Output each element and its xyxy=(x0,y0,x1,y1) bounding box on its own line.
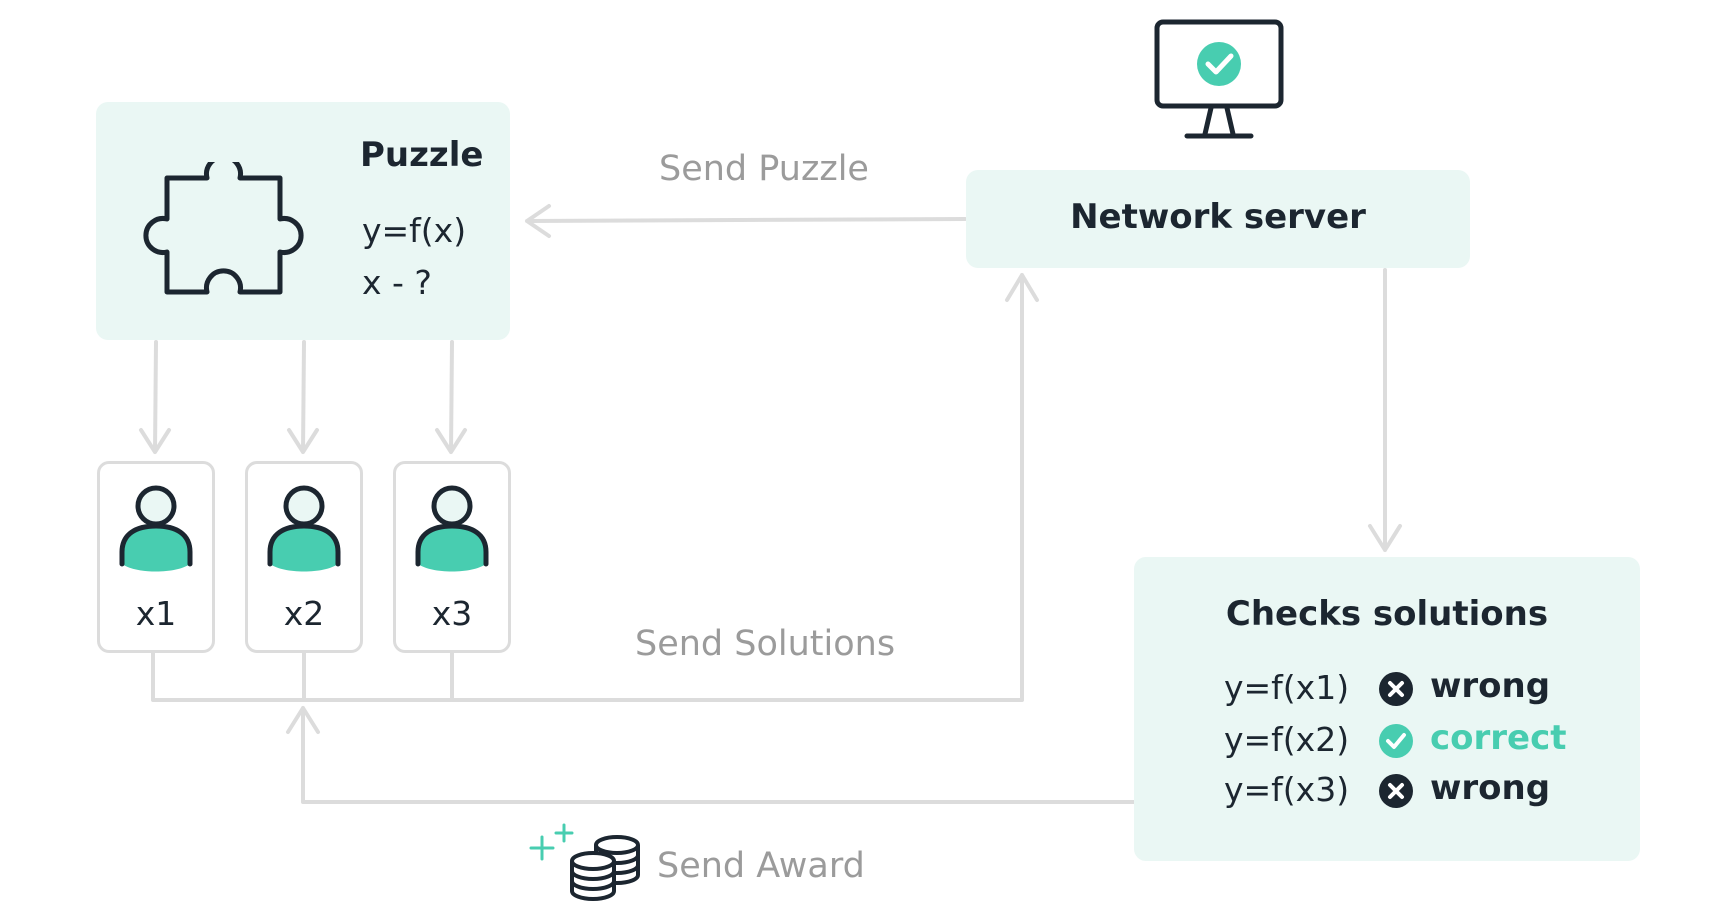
cross-icon xyxy=(1379,672,1413,706)
participant-card-x3: x3 xyxy=(393,461,511,653)
puzzle-to-x2-arrow xyxy=(287,340,319,454)
coins-sparkle-icon xyxy=(529,823,640,901)
check-row: y=f(x3) wrong xyxy=(1224,771,1624,811)
participant-card-x2: x2 xyxy=(245,461,363,653)
cross-icon xyxy=(1379,774,1413,808)
puzzle-to-x1-arrow xyxy=(139,340,171,454)
check-formula: y=f(x2) xyxy=(1224,720,1350,759)
puzzle-to-x3-arrow xyxy=(435,340,467,454)
user-icon xyxy=(119,485,193,572)
network-server-box: Network server xyxy=(966,170,1470,268)
check-row: y=f(x1) wrong xyxy=(1224,669,1624,709)
puzzle-question: x - ? xyxy=(362,263,432,302)
user-icon xyxy=(415,485,489,572)
participant-label-x1: x1 xyxy=(135,594,177,633)
checks-solutions-box: Checks solutions y=f(x1) wrong y=f(x2) c… xyxy=(1134,557,1640,861)
check-row: y=f(x2) correct xyxy=(1224,721,1624,761)
server-to-checks-arrow xyxy=(1368,268,1402,552)
participant-label-x2: x2 xyxy=(283,594,325,633)
participant-card-x1: x1 xyxy=(97,461,215,653)
send-award-label: Send Award xyxy=(657,846,865,886)
participant-label-x3: x3 xyxy=(431,594,473,633)
puzzle-box: Puzzle y=f(x) x - ? xyxy=(96,102,510,340)
puzzle-title: Puzzle xyxy=(360,135,484,175)
send-puzzle-label: Send Puzzle xyxy=(659,149,869,189)
check-status-correct: correct xyxy=(1430,718,1567,758)
checks-solutions-title: Checks solutions xyxy=(1225,594,1549,634)
send-puzzle-arrow xyxy=(525,204,967,238)
network-server-label: Network server xyxy=(1070,197,1366,237)
check-formula: y=f(x3) xyxy=(1224,770,1350,809)
send-solutions-label: Send Solutions xyxy=(635,624,896,664)
puzzle-piece-icon xyxy=(143,162,304,295)
user-icon xyxy=(267,485,341,572)
check-formula: y=f(x1) xyxy=(1224,668,1350,707)
check-icon xyxy=(1379,724,1413,758)
monitor-check-icon xyxy=(1154,19,1284,139)
send-solutions-arrow xyxy=(151,273,1039,702)
send-award-arrow xyxy=(286,706,1136,804)
check-status-wrong: wrong xyxy=(1430,666,1551,706)
puzzle-equation: y=f(x) xyxy=(362,211,467,250)
check-status-wrong: wrong xyxy=(1430,768,1551,808)
